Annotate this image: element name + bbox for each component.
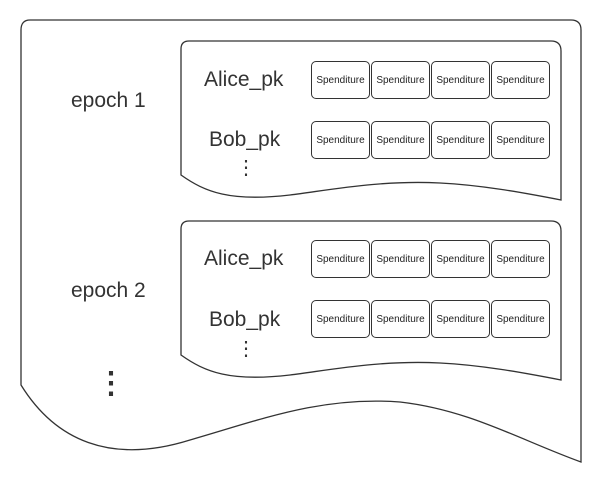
epoch-1-bob-spenditure-2: Spenditure	[371, 121, 430, 159]
epoch-2-ellipsis: ⋮	[236, 338, 256, 360]
epoch-1-alice-spenditure-3: Spenditure	[431, 61, 490, 99]
epoch-2-bob-spenditure-3: Spenditure	[431, 300, 490, 338]
epoch-2-bob-spenditure-2: Spenditure	[371, 300, 430, 338]
epoch-2-bob-label: Bob_pk	[209, 308, 281, 331]
epoch-1-alice-spenditure-4: Spenditure	[491, 61, 550, 99]
outer-ellipsis: ⋮	[96, 367, 126, 400]
epoch-1-ellipsis: ⋮	[236, 157, 256, 179]
epoch-2-bob-spenditure-4: Spenditure	[491, 300, 550, 338]
epoch-2-label: epoch 2	[71, 279, 146, 302]
epoch-2-alice-label: Alice_pk	[204, 247, 284, 270]
epoch-1-bob-spenditure-3: Spenditure	[431, 121, 490, 159]
epoch-1-label: epoch 1	[71, 89, 146, 112]
epoch-1-alice-spenditure-1: Spenditure	[311, 61, 370, 99]
epoch-1-bob-spenditure-4: Spenditure	[491, 121, 550, 159]
epoch-1-bob-spenditure-1: Spenditure	[311, 121, 370, 159]
epoch-2-alice-spenditure-3: Spenditure	[431, 240, 490, 278]
epoch-1-alice-spenditure-2: Spenditure	[371, 61, 430, 99]
epoch-1-alice-label: Alice_pk	[204, 68, 284, 91]
epoch-2-alice-spenditure-2: Spenditure	[371, 240, 430, 278]
epoch-2-bob-spenditure-1: Spenditure	[311, 300, 370, 338]
epoch-1-bob-label: Bob_pk	[209, 128, 281, 151]
epoch-2-alice-spenditure-4: Spenditure	[491, 240, 550, 278]
epoch-2-alice-spenditure-1: Spenditure	[311, 240, 370, 278]
